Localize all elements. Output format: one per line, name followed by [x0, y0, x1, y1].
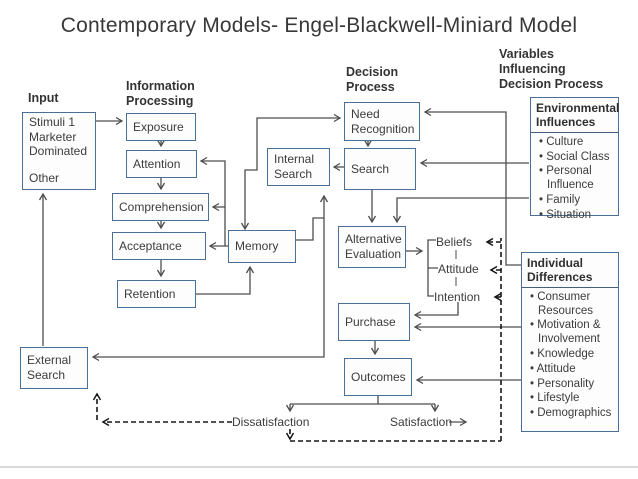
node-exposure: Exposure — [126, 113, 196, 141]
bullet-item: Situation — [536, 209, 614, 223]
panel-individual-differences: Individual Differences Consumer Resource… — [521, 252, 619, 432]
slide-bottom-divider — [0, 466, 638, 468]
node-acceptance: Acceptance — [112, 232, 206, 260]
header-input: Input — [28, 91, 59, 105]
node-stimuli: Stimuli 1 Marketer Dominated Other — [22, 112, 96, 190]
header-variables-influencing: Variables Influencing Decision Process — [499, 47, 604, 91]
node-comprehension: Comprehension — [112, 193, 209, 221]
arrow-individual-to-need-recognition — [423, 107, 521, 266]
node-retention: Retention — [117, 280, 196, 308]
panel-environmental-influences: Environmental Influences CultureSocial C… — [530, 97, 619, 221]
arrow-memory-need-recognition — [240, 113, 342, 231]
node-internal-search: Internal Search — [267, 148, 330, 186]
arrow-memory-to-attention — [199, 156, 226, 246]
arrow-environmental-to-alternative-evaluation — [392, 197, 529, 224]
node-external-search: External Search — [20, 347, 88, 389]
individual-differences-list: Consumer ResourcesMotivation & Involveme… — [522, 288, 618, 424]
node-search: Search — [344, 148, 416, 190]
outcomes-split-line — [290, 396, 435, 405]
label-beliefs: Beliefs — [436, 235, 473, 249]
slide-title: Contemporary Models- Engel-Blackwell-Min… — [60, 14, 578, 37]
bullet-item: Culture — [536, 136, 614, 150]
header-decision-process: Decision Process — [346, 65, 399, 94]
bullet-item: Family — [536, 194, 614, 208]
node-attention: Attention — [126, 150, 197, 178]
node-purchase: Purchase — [338, 303, 410, 341]
bullet-item: Demographics — [527, 407, 614, 421]
node-alternative-evaluation: Alternative Evaluation — [338, 226, 406, 268]
node-need-recognition: Need Recognition — [344, 102, 420, 141]
stimuli-text: Stimuli 1 Marketer Dominated — [29, 115, 88, 159]
arrow-search-to-external-search — [91, 218, 325, 362]
bullet-item: Personal Influence — [536, 165, 614, 193]
bullet-item: Attitude — [527, 363, 614, 377]
node-memory: Memory — [228, 230, 296, 263]
individual-differences-title: Individual Differences — [522, 253, 618, 288]
bullet-item: Motivation & Involvement — [527, 319, 614, 347]
bullet-item: Personality — [527, 378, 614, 392]
arrow-retention-to-memory — [196, 265, 255, 295]
label-attitude: Attitude — [438, 262, 479, 276]
bullet-item: Social Class — [536, 151, 614, 165]
node-outcomes: Outcomes — [344, 358, 412, 396]
bullet-item: Knowledge — [527, 348, 614, 362]
bullet-item: Lifestyle — [527, 392, 614, 406]
arrow-intention-to-purchase — [413, 302, 459, 320]
arrow-memory-to-search — [296, 194, 329, 241]
environmental-influences-title: Environmental Influences — [531, 98, 619, 133]
dashed-feedback-loop — [290, 238, 502, 442]
header-information-processing: Information Processing — [126, 79, 195, 108]
bullet-item: Consumer Resources — [527, 291, 614, 319]
stimuli-other-text: Other — [29, 171, 60, 186]
label-dissatisfaction: Dissatisfaction — [232, 415, 310, 429]
environmental-influences-list: CultureSocial ClassPersonal InfluenceFam… — [531, 133, 618, 226]
label-intention: Intention — [434, 290, 481, 304]
beliefs-attitude-intention-bracket — [427, 239, 438, 297]
label-satisfaction: Satisfaction — [390, 415, 453, 429]
